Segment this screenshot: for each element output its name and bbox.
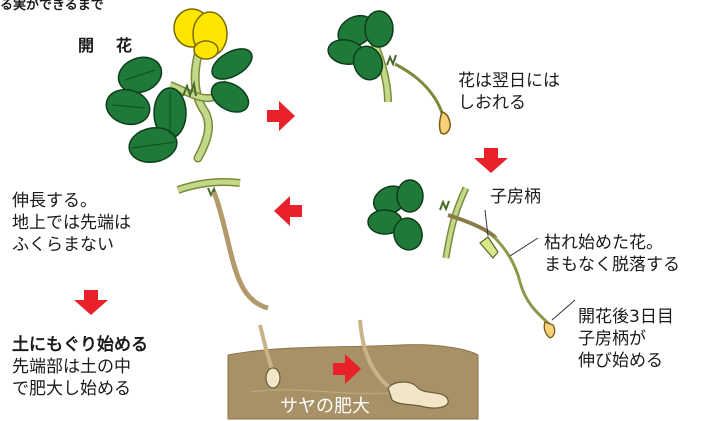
arrow-right-1 xyxy=(267,101,295,131)
arrow-left-1 xyxy=(274,196,302,226)
withered-flower-caption: 枯れ始めた花。 まもなく脱落する xyxy=(544,233,680,275)
day3-caption: 開花後3日目 子房柄が 伸び始める xyxy=(578,307,674,371)
elongation-caption: 伸長する。 地上では先端は ふくらまない xyxy=(12,191,131,255)
top-partial-title: る実ができるまで xyxy=(0,0,104,13)
pod-enlargement-label: サヤの肥大 xyxy=(280,396,370,417)
wilting-caption: 花は翌日には しおれる xyxy=(458,71,560,113)
flowering-title: 開 花 xyxy=(78,36,136,55)
ovary-stalk-plant xyxy=(367,179,576,339)
arrow-down-1 xyxy=(474,148,508,173)
ovary-stalk-label: 子房柄 xyxy=(490,187,541,207)
flow-arrows xyxy=(74,101,508,384)
wilting-flower-plant xyxy=(327,10,451,135)
arrow-right-2 xyxy=(333,354,361,384)
burrowing-heading: 土にもぐり始める xyxy=(12,335,148,355)
soil-cross-section xyxy=(227,319,479,420)
elongated-stalk xyxy=(176,177,269,311)
arrow-down-2 xyxy=(74,290,108,315)
burrowing-caption: 先端部は土の中 で肥大し始める xyxy=(12,357,131,399)
flowering-plant xyxy=(105,8,253,164)
